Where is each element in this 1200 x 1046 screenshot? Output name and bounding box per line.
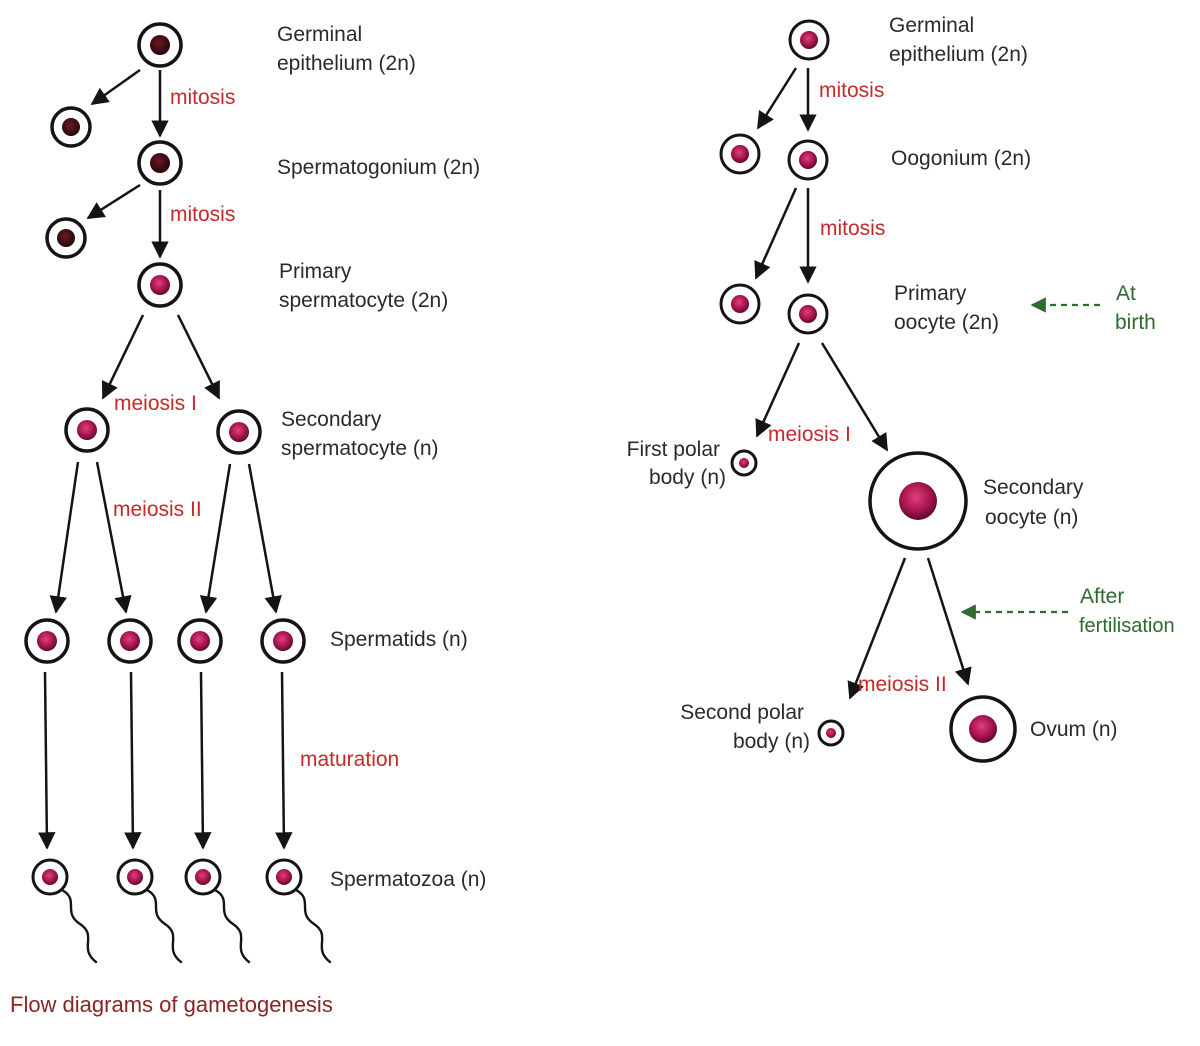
spermatogonium-cell [137,140,183,186]
note-at-birth: birth [1115,311,1156,334]
arrow-maturation [275,671,293,850]
arrow-secondary-second-polar [847,557,907,700]
label-secondary-spermatocyte: spermatocyte (n) [281,437,439,460]
label-germinal-epithelium: Germinal [277,23,362,46]
secondary-spermatocyte-cell [216,409,262,455]
label-first-polar-body: First polar [627,438,720,461]
ovum-cell [949,695,1017,763]
arrow-meiosis2 [95,461,132,614]
oogonium-cell [787,139,829,181]
epithelium-side-cell [50,106,92,148]
arrow-primary-secondary [820,342,889,452]
process-meiosis-1: meiosis I [768,423,851,446]
arrow-oogonium-side [754,187,798,280]
process-meiosis-2: meiosis II [858,673,947,696]
arrow-epithelium-side [90,68,141,106]
note-after-fertilisation: fertilisation [1079,615,1175,637]
primary-oocyte-cell [787,293,829,335]
spermatogenesis-flow: Germinal epithelium (2n) Spermatogonium … [24,22,486,964]
label-spermatogonium: Spermatogonium (2n) [277,156,480,179]
arrow-primary-first-polar [755,342,801,438]
first-polar-body [730,449,758,477]
arrow-spermatogonium-side [86,183,141,220]
spermatid-cell [24,618,70,664]
label-secondary-spermatocyte: Secondary [281,408,382,431]
label-primary-oocyte: Primary [894,282,967,305]
secondary-spermatocyte-cell [64,407,110,453]
primary-spermatocyte-cell [137,262,183,308]
second-polar-body [817,719,845,747]
secondary-oocyte-cell [868,451,968,551]
epithelium-side-cell [719,133,761,175]
process-mitosis: mitosis [820,217,885,240]
label-second-polar-body: body (n) [733,730,810,753]
process-maturation: maturation [300,748,399,771]
oogenesis-flow: Germinal epithelium (2n) Oogonium (2n) P… [627,14,1175,763]
spermatozoon [184,858,251,964]
spermatozoon [265,858,332,964]
germinal-epithelium-cell [788,19,830,61]
spermatogonium-side-cell [45,217,87,259]
spermatid-cell [177,618,223,664]
figure-caption: Flow diagrams of gametogenesis [10,992,333,1017]
label-ovum: Ovum (n) [1030,718,1118,741]
label-germinal-epithelium: Germinal [889,14,974,37]
label-germinal-epithelium: epithelium (2n) [889,43,1028,66]
label-primary-spermatocyte: spermatocyte (2n) [279,289,448,312]
process-meiosis-1: meiosis I [114,392,197,415]
label-germinal-epithelium: epithelium (2n) [277,52,416,75]
arrow-meiosis2 [199,463,232,614]
process-mitosis: mitosis [819,79,884,102]
arrow-primary-secondary-left [101,314,145,400]
arrow-maturation [38,671,56,850]
arrow-meiosis2 [247,463,282,614]
arrow-epithelium-side [756,67,798,130]
label-first-polar-body: body (n) [649,466,726,489]
label-primary-spermatocyte: Primary [279,260,352,283]
label-spermatozoa: Spermatozoa (n) [330,868,486,891]
note-after-fertilisation: After [1080,585,1124,608]
spermatozoon [116,858,183,964]
arrow-secondary-ovum [926,557,972,686]
label-secondary-oocyte: oocyte (n) [985,506,1078,529]
germinal-epithelium-cell [137,22,183,68]
arrow-meiosis2 [49,461,80,614]
arrow-maturation [124,671,142,850]
note-at-birth: At [1116,282,1136,305]
arrow-maturation [194,671,212,850]
process-mitosis: mitosis [170,203,235,226]
label-spermatids: Spermatids (n) [330,628,468,651]
label-secondary-oocyte: Secondary [983,476,1084,499]
label-second-polar-body: Second polar [680,701,804,724]
label-primary-oocyte: oocyte (2n) [894,311,999,334]
oogonium-side-cell [719,283,761,325]
label-oogonium: Oogonium (2n) [891,147,1031,170]
spermatid-cell [260,618,306,664]
arrow-primary-secondary-right [176,314,221,400]
process-mitosis: mitosis [170,86,235,109]
process-meiosis-2: meiosis II [113,498,202,521]
spermatid-cell [107,618,153,664]
spermatozoon [31,858,98,964]
